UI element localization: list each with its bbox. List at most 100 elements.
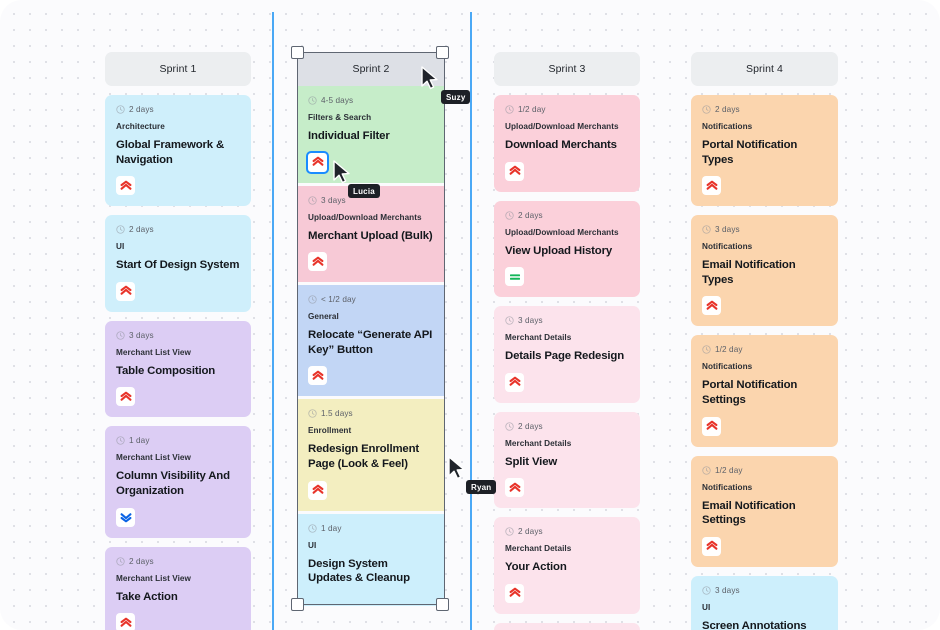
priority-icon-highest[interactable] — [702, 296, 721, 316]
priority-icon-highest[interactable] — [308, 366, 327, 386]
card-epic: Filters & Search — [308, 113, 372, 122]
priority-icon-highest[interactable] — [702, 536, 721, 556]
card-epic: UI — [702, 602, 711, 612]
card-duration: 1/2 day — [715, 345, 743, 355]
card-title: Take Action — [116, 590, 178, 603]
card-meta: 1/2 day — [702, 345, 827, 354]
card-meta: 2 days — [505, 211, 629, 220]
clock-icon — [702, 586, 711, 595]
priority-icon-highest[interactable] — [308, 480, 327, 500]
selection-guide-right — [470, 12, 472, 630]
clock-icon — [505, 422, 514, 431]
resize-handle-top-left[interactable] — [291, 46, 304, 59]
priority-icon-highest[interactable] — [702, 176, 721, 196]
resize-handle-top-right[interactable] — [436, 46, 449, 59]
card-duration: 4-5 days — [321, 96, 354, 105]
cursor-label-lucia: Lucia — [348, 184, 380, 198]
clock-icon — [702, 105, 711, 114]
card-meta: 2 days — [702, 105, 827, 114]
clock-icon — [308, 96, 317, 105]
clock-icon — [116, 105, 125, 114]
card-title: Screen Annotations — [702, 619, 807, 630]
priority-icon-highest[interactable] — [306, 150, 329, 174]
priority-icon-highest[interactable] — [702, 416, 721, 436]
card-epic: Upload/Download Merchants — [505, 122, 619, 131]
priority-icon-highest[interactable] — [505, 161, 524, 181]
sprint-header-sprint-3[interactable]: Sprint 3 — [494, 52, 640, 86]
sprint-header-sprint-4[interactable]: Sprint 4 — [691, 52, 838, 86]
card-epic: Merchant List View — [116, 573, 191, 583]
card-title: Individual Filter — [308, 130, 390, 142]
resize-handle-bottom-right[interactable] — [436, 598, 449, 611]
card-meta: 1 day — [116, 436, 240, 445]
card-epic: Upload/Download Merchants — [505, 227, 619, 237]
card-duration: 3 days — [129, 330, 154, 340]
card-title: Redesign Enrollment Page (Look & Feel) — [308, 443, 420, 470]
priority-icon-highest[interactable] — [505, 372, 524, 392]
priority-icon-highest[interactable] — [116, 613, 135, 630]
card-duration: 2 days — [518, 527, 543, 537]
clock-icon — [505, 210, 514, 220]
sprint-header-sprint-2[interactable]: Sprint 2 — [297, 52, 445, 86]
priority-icon-highest[interactable] — [116, 281, 135, 301]
card-title: Start Of Design System — [116, 259, 240, 272]
card-duration: 2 days — [129, 556, 154, 566]
card-epic: UI — [308, 540, 317, 550]
priority-icon-highest[interactable] — [116, 176, 135, 196]
card-title: Split View — [505, 455, 558, 468]
clock-icon — [702, 465, 711, 475]
priority-icon-highest[interactable] — [308, 252, 327, 272]
priority-icon-medium[interactable] — [505, 267, 524, 287]
priority-icon-highest[interactable] — [505, 583, 524, 603]
cursor-label-ryan: Ryan — [466, 480, 497, 494]
clock-icon — [116, 556, 125, 566]
card-meta: 3 days — [308, 196, 434, 205]
card-epic: General — [308, 312, 339, 322]
card-title: Your Action — [505, 561, 567, 574]
card-duration: 1.5 days — [321, 409, 353, 419]
priority-icon-low[interactable] — [116, 507, 135, 527]
priority-icon-highest[interactable] — [505, 478, 524, 498]
card-epic: Notifications — [702, 242, 753, 252]
card-title: Portal Notification Settings — [702, 379, 798, 406]
card-meta: 3 days — [116, 331, 240, 340]
priority-icon-highest[interactable] — [116, 387, 135, 407]
card-epic: Merchant Details — [505, 333, 572, 343]
card-duration: 1 day — [321, 523, 342, 533]
card-title: Details Page Redesign — [505, 350, 625, 363]
resize-handle-bottom-left[interactable] — [291, 598, 304, 611]
sprint-header-sprint-1[interactable]: Sprint 1 — [105, 52, 251, 86]
card-title: Global Framework & Navigation — [116, 139, 225, 166]
card-duration: 1/2 day — [715, 465, 743, 475]
clock-icon — [116, 436, 125, 446]
card-title: Column Visibility And Organization — [116, 470, 230, 497]
card-duration: 3 days — [518, 316, 543, 326]
